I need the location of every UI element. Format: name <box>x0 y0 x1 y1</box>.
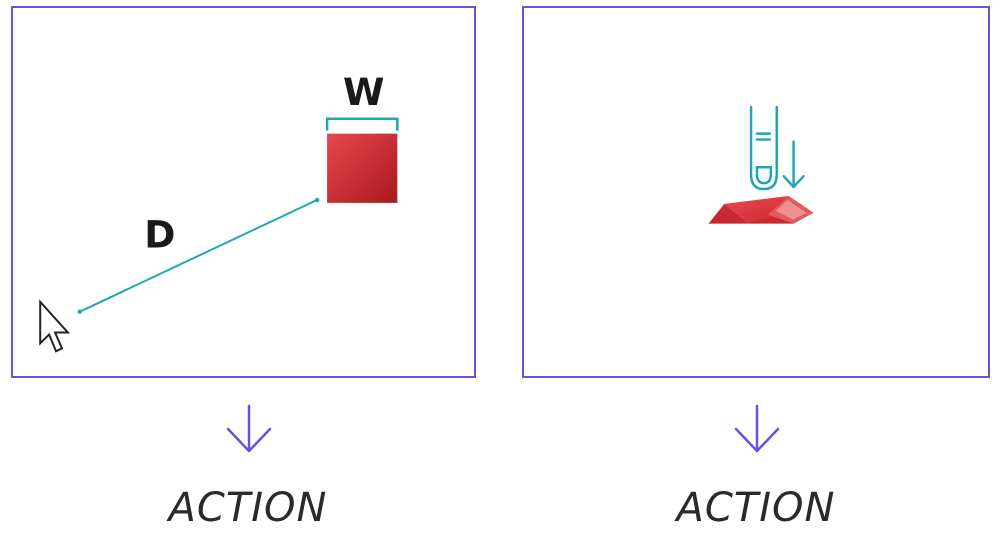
arrow-down-icon <box>226 404 272 453</box>
distance-label: D <box>144 212 175 256</box>
width-label: W <box>343 70 384 114</box>
touch-diagram-panel <box>522 6 990 378</box>
finger-press-icon <box>749 105 779 191</box>
action-caption-left: ACTION <box>168 485 328 531</box>
pointing-diagram: W D <box>39 70 399 353</box>
target-square <box>327 133 398 203</box>
distance-line-start-dot <box>77 309 82 314</box>
mouse-cursor-icon <box>39 299 71 353</box>
distance-line <box>79 199 318 313</box>
distance-line-end-dot <box>315 197 320 203</box>
arrow-down-icon <box>734 404 780 453</box>
width-bracket <box>325 117 399 131</box>
action-caption-right: ACTION <box>676 485 836 531</box>
touch-diagram <box>708 105 814 224</box>
key-block <box>708 195 814 224</box>
pointing-diagram-panel: W D <box>11 6 476 378</box>
press-direction-arrow-icon <box>782 140 805 189</box>
